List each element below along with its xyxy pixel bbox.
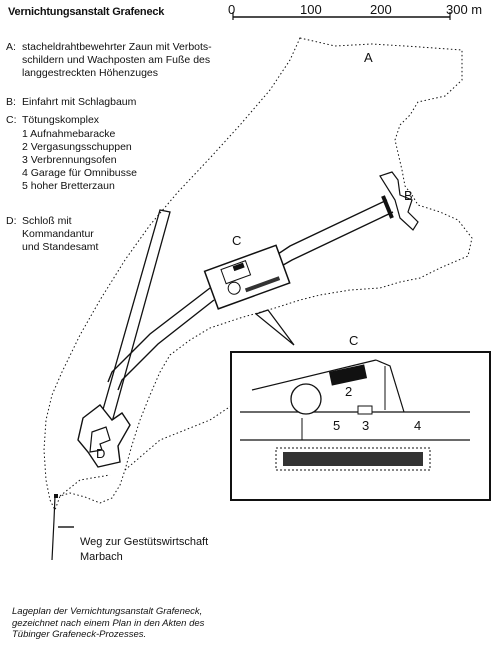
legend-d-line-1: Schloß mit [22, 215, 72, 227]
legend-c-part-1: 1 Aufnahmebaracke [22, 128, 116, 140]
map-title: Vernichtungsanstalt Grafeneck [8, 6, 165, 18]
map-label-a: A [364, 50, 373, 65]
legend-b-line-1: Einfahrt mit Schlagbaum [22, 96, 137, 108]
inset-frame [230, 351, 491, 501]
legend-c-line-1: Tötungskomplex [22, 114, 100, 126]
road-b-c [274, 199, 388, 257]
site-c-building [203, 244, 291, 310]
road-marbach-gate [54, 494, 58, 498]
inset-label-3: 3 [362, 418, 370, 433]
legend-c-part-4: 4 Garage für Omnibusse [22, 167, 137, 179]
map-label-b: B [404, 188, 413, 203]
scale-tick-100: 100 [300, 2, 322, 17]
inset-label-5: 5 [333, 418, 341, 433]
legend-item-b: B: Einfahrt mit Schlagbaum [6, 96, 236, 109]
map-label-d: D [96, 446, 106, 461]
legend-d-line-3: und Standesamt [22, 241, 99, 253]
fence-a-lower-line [59, 474, 111, 497]
road-marbach [51, 495, 56, 561]
road-c-d-edge [117, 299, 215, 391]
map-caption: Lageplan der Vernichtungsanstalt Grafene… [12, 606, 205, 640]
inset-label-4: 4 [414, 418, 422, 433]
legend-d-line-2: Kommandantur [22, 228, 94, 240]
scale-tick-0: 0 [228, 2, 236, 17]
scale-tick-200: 200 [370, 2, 392, 17]
legend-a-line-1: stacheldrahtbewehrter Zaun mit Verbots- [22, 41, 212, 53]
legend-key-b: B: [6, 96, 16, 108]
legend-item-a: A: stacheldrahtbewehrter Zaun mit Verbots… [6, 41, 236, 80]
legend-a-line-3: langgestreckten Höhenzuges [22, 67, 159, 79]
hill-b-slope [379, 171, 419, 231]
legend-key-a: A: [6, 41, 16, 53]
castle-d [77, 404, 131, 468]
inset-label-c: C [349, 333, 359, 348]
road-c-d [107, 287, 211, 383]
legend-c-part-3: 3 Verbrennungsofen [22, 154, 117, 166]
road-label: Weg zur Gestütswirtschaft Marbach [80, 535, 208, 565]
inset-label-2: 2 [345, 384, 353, 399]
road-b-c-edge [277, 211, 394, 269]
legend-item-c: C: Tötungskomplex [6, 114, 236, 127]
legend-key-d: D: [6, 215, 17, 227]
legend-key-c: C: [6, 114, 17, 126]
fence-a-outline [43, 37, 473, 512]
legend-c-part-2: 2 Vergasungsschuppen [22, 141, 132, 153]
legend-c-part-5: 5 hoher Bretterzaun [22, 180, 115, 192]
scale-bar [232, 12, 451, 20]
scale-tick-300: 300 m [446, 2, 483, 17]
fence-a-inner-line [124, 399, 241, 471]
legend-a-line-2: schildern und Wachposten am Fuße des [22, 54, 211, 66]
road-label-line-2: Marbach [80, 551, 123, 563]
road-label-line-1: Weg zur Gestütswirtschaft [80, 536, 209, 548]
inset-connector [254, 309, 295, 346]
map-label-c: C [232, 233, 242, 248]
barrier-b [381, 195, 394, 219]
inset-detail [240, 359, 470, 471]
alley-north [99, 209, 171, 423]
